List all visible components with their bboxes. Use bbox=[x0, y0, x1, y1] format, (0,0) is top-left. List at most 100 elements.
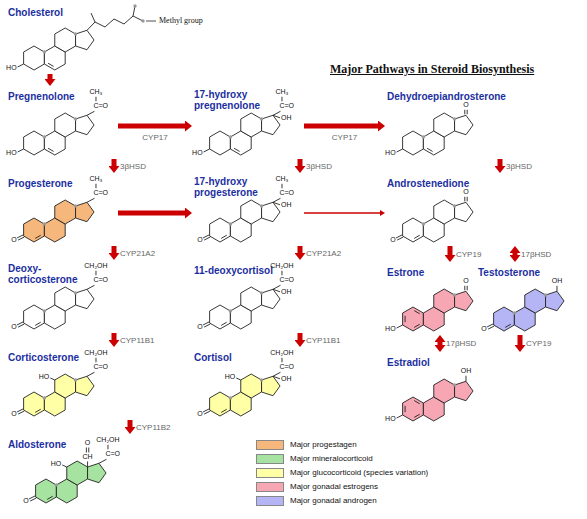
bond-line bbox=[273, 115, 280, 118]
chemical-group-label: CH₃ bbox=[90, 175, 103, 183]
reaction-arrow bbox=[118, 211, 185, 216]
steroid-ring bbox=[55, 113, 76, 137]
bond-line bbox=[48, 148, 54, 151]
steroid-ring bbox=[546, 291, 564, 310]
reaction-arrow bbox=[112, 159, 117, 166]
chemical-group-label: OH bbox=[281, 201, 292, 209]
bond-line bbox=[405, 406, 406, 412]
bond-line bbox=[18, 411, 24, 414]
bond-line bbox=[281, 271, 282, 276]
steroid-ring bbox=[241, 287, 262, 311]
molecule-name: Androstenedione bbox=[387, 178, 469, 189]
hydrogen-dot bbox=[422, 222, 425, 225]
reaction-arrow bbox=[438, 342, 443, 345]
steroid-ring bbox=[455, 202, 473, 221]
hydrogen-dot bbox=[74, 291, 77, 294]
molecule-node: Estradiol bbox=[385, 352, 530, 425]
bond-line bbox=[397, 325, 403, 328]
molecule-name: Cortisol bbox=[194, 352, 232, 363]
chemical-group-label: C=O bbox=[93, 276, 108, 284]
enzyme-label: CYP11B2 bbox=[136, 423, 171, 432]
steroid-ring bbox=[55, 374, 76, 398]
bond-line bbox=[204, 411, 210, 414]
bond-line bbox=[87, 462, 88, 468]
molecule-node: Dehydroepiandrosterone bbox=[385, 86, 515, 159]
bond-line bbox=[18, 64, 24, 67]
steroid-ring bbox=[67, 461, 88, 485]
bond-line bbox=[221, 235, 227, 238]
bond-line bbox=[234, 148, 240, 151]
molecule-node: Deoxy- corticosterone bbox=[6, 260, 118, 333]
legend-swatch bbox=[256, 454, 284, 464]
chemical-group-label: HO bbox=[192, 149, 203, 157]
chemical-group-label: HO bbox=[6, 64, 17, 72]
bond-line bbox=[124, 16, 133, 24]
hydrogen-dot bbox=[453, 293, 456, 296]
reaction-arrow bbox=[498, 159, 503, 166]
reaction-arrow bbox=[518, 335, 523, 345]
steroid-ring bbox=[262, 376, 280, 395]
hydrogen-dot bbox=[229, 135, 232, 138]
bond-line bbox=[204, 324, 210, 327]
legend-text: Major progestagen bbox=[290, 440, 357, 450]
steroid-ring bbox=[24, 218, 45, 242]
chemical-group-label: O bbox=[11, 410, 16, 418]
chemical-group-label: CH₃ bbox=[90, 88, 103, 96]
hydrogen-dot bbox=[260, 204, 263, 207]
hydrogen-dot bbox=[260, 378, 263, 381]
molecule-name: 17-hydroxy pregnenolone bbox=[194, 89, 270, 111]
bond-line bbox=[95, 358, 96, 363]
bond-line bbox=[99, 459, 107, 463]
chemical-group-label: O bbox=[85, 439, 90, 447]
steroid-ring bbox=[434, 289, 455, 313]
steroid-ring bbox=[434, 379, 455, 403]
molecule-node: Testosterone bbox=[476, 262, 566, 335]
bond-line bbox=[62, 465, 66, 467]
bond-line bbox=[91, 13, 95, 22]
bond-line bbox=[414, 324, 420, 327]
steroid-ring bbox=[241, 374, 262, 398]
bond-line bbox=[464, 286, 465, 291]
steroid-ring bbox=[403, 218, 424, 242]
enzyme-label: 3βHSD bbox=[506, 162, 532, 171]
chemical-group-label: C=O bbox=[105, 450, 120, 458]
bond-line bbox=[467, 286, 468, 291]
enzyme-label: 3βHSD bbox=[306, 162, 332, 171]
annotation-label: Methyl group bbox=[159, 16, 203, 26]
molecule-name: Pregnenolone bbox=[8, 91, 75, 102]
bond-line bbox=[204, 149, 210, 152]
bond-line bbox=[487, 324, 493, 327]
hydrogen-dot bbox=[544, 293, 547, 296]
steroid-ring bbox=[403, 307, 424, 331]
steroid-ring bbox=[210, 218, 231, 242]
chemical-group-label: CH₂OH bbox=[84, 262, 107, 270]
molecule-node: Aldosterone bbox=[6, 434, 136, 507]
chemical-group-label: O bbox=[11, 323, 16, 331]
chemical-group-label: O bbox=[197, 410, 202, 418]
enzyme-label: CYP11B1 bbox=[306, 336, 341, 345]
hydrogen-dot bbox=[43, 396, 46, 399]
bond-line bbox=[236, 378, 241, 380]
steroid-ring bbox=[494, 307, 515, 331]
bond-line bbox=[505, 324, 511, 327]
hydrogen-dot bbox=[74, 204, 77, 207]
steroid-ring bbox=[76, 202, 94, 221]
reaction-arrow bbox=[448, 246, 453, 255]
bond-line bbox=[87, 372, 95, 376]
hydrogen-dot bbox=[260, 117, 263, 120]
bond-line bbox=[18, 237, 24, 240]
reaction-arrow bbox=[304, 212, 380, 213]
hydrogen-dot bbox=[453, 204, 456, 207]
bond-line bbox=[273, 198, 281, 202]
legend-row: Major gonadal androgen bbox=[256, 496, 556, 507]
steroid-ring bbox=[55, 200, 76, 224]
hydrogen-dot bbox=[453, 117, 456, 120]
reaction-arrow bbox=[298, 246, 303, 253]
bond-line bbox=[203, 409, 209, 412]
bond-line bbox=[29, 496, 35, 499]
chemical-group-label: O bbox=[463, 277, 468, 285]
steroid-ring bbox=[434, 113, 455, 137]
chemical-group-label: HO bbox=[225, 373, 236, 381]
legend-swatch bbox=[256, 468, 284, 478]
steroid-ring bbox=[24, 305, 45, 329]
